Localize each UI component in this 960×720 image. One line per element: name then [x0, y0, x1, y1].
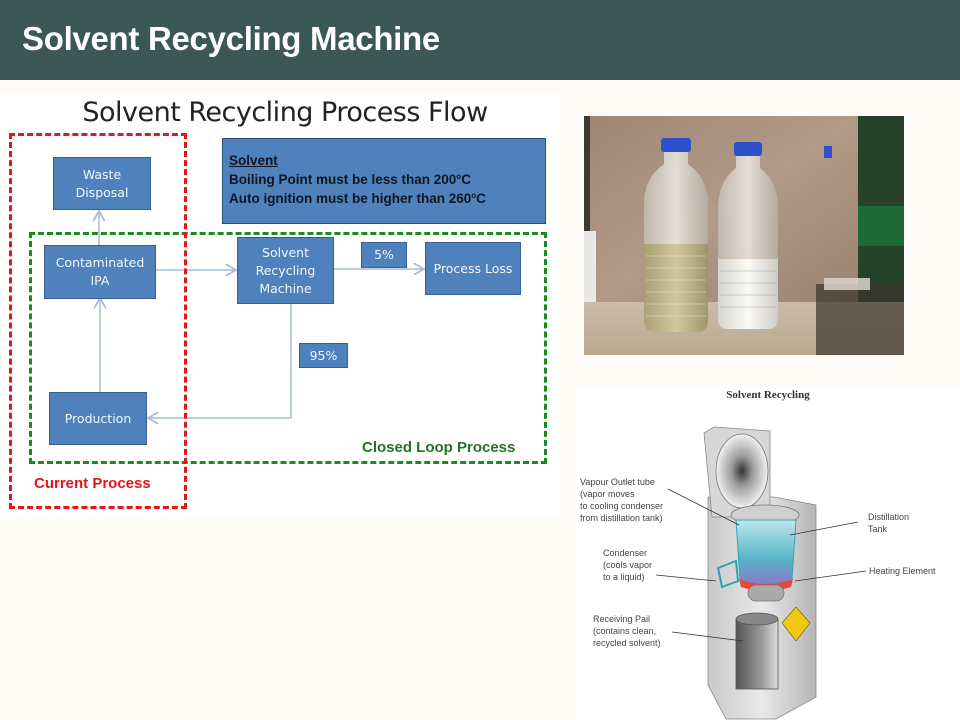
bottles-photo: [584, 116, 904, 355]
machine-drawing: [655, 426, 867, 720]
label-distillation-tank: Distillation Tank: [868, 512, 910, 534]
flow-connectors: [0, 95, 560, 517]
recycled-bottle: [718, 142, 778, 329]
closed-loop-label: Closed Loop Process: [362, 439, 516, 456]
current-process-label: Current Process: [34, 475, 151, 492]
machine-cutaway-illustration: Solvent Recycling: [576, 385, 960, 720]
closed-loop-region: [29, 232, 547, 464]
slide-title: Solvent Recycling Machine: [22, 20, 440, 57]
arrow-machine-to-production: [148, 303, 292, 418]
node-contaminated-ipa: Contaminated IPA: [44, 245, 156, 299]
label-condenser: Condenser (cools vapor to a liquid): [603, 548, 653, 582]
label-receiving-pail: Receiving Pail (contains clean, recycled…: [593, 614, 661, 648]
solvent-requirements-box: Solvent Boiling Point must be less than …: [222, 138, 546, 224]
machine-illustration-title: Solvent Recycling: [726, 389, 810, 401]
percent-loss-label: 5%: [361, 242, 407, 268]
label-vapour-outlet-tube: Vapour Outlet tube (vapor moves to cooli…: [580, 477, 664, 523]
auto-ignition-requirement: Auto ignition must be higher than 260oC: [229, 191, 486, 206]
node-process-loss: Process Loss: [425, 242, 521, 295]
flow-heading: Solvent Recycling Process Flow: [82, 97, 488, 128]
node-solvent-recycling-machine: Solvent Recycling Machine: [237, 237, 334, 304]
percent-recycled-label: 95%: [299, 343, 348, 368]
contaminated-bottle: [644, 138, 708, 332]
solvent-requirements-heading: Solvent: [229, 153, 278, 168]
process-flow-diagram: Solvent Recycling Process Flow Waste Dis…: [0, 95, 560, 517]
node-waste-disposal: Waste Disposal: [53, 157, 151, 210]
label-heating-element: Heating Element: [869, 566, 936, 576]
boiling-point-requirement: Boiling Point must be less than 200oC: [229, 172, 471, 187]
current-process-region: [9, 133, 187, 509]
bottles-photo-illustration: [584, 116, 904, 355]
node-production: Production: [49, 392, 147, 445]
slide-title-bar: Solvent Recycling Machine: [0, 0, 960, 80]
